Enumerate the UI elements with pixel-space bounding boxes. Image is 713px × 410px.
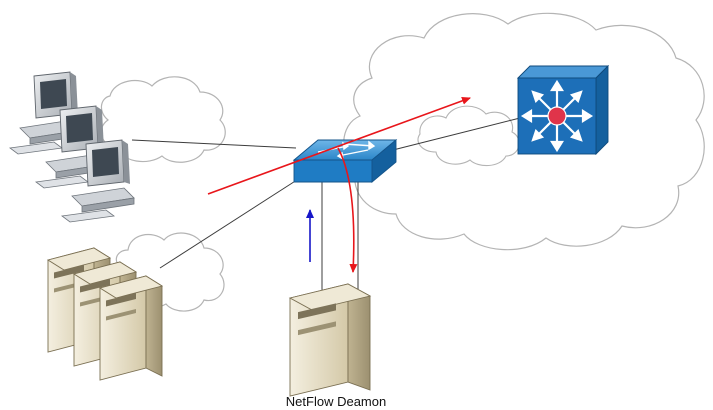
router-icon [516,64,610,156]
link-workstations-switch [131,139,297,149]
netflow-daemon-label: NetFlow Deamon [285,394,387,409]
workstation-group [8,71,135,223]
traffic-flow-arrow [207,96,471,195]
switch-icon [292,139,398,183]
links [131,117,521,296]
link-switch-router [392,117,521,151]
netflow-export-arrow [337,147,358,273]
netflow-server-icon [288,283,372,397]
link-servers-switch [159,177,301,269]
tower-server-icon [98,275,164,381]
desktop-pc-icon [60,139,135,223]
server-group [46,247,164,381]
flow-arrows [207,96,471,273]
